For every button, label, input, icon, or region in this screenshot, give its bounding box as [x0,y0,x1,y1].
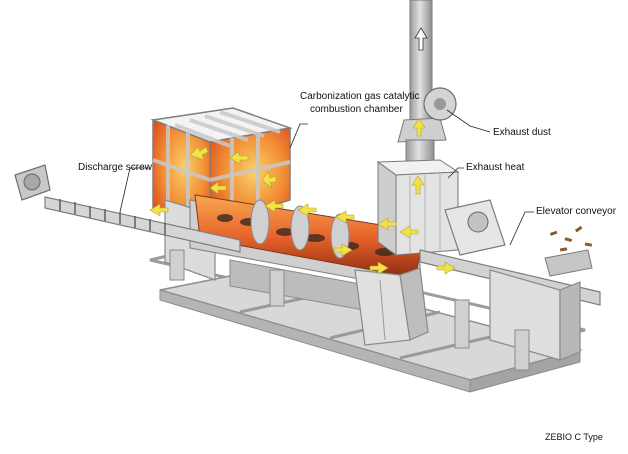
up-arrow-icon [412,118,426,137]
label-exhaust-dust: Exhaust dust [493,127,551,138]
label-carbonization-line1: Carbonization gas catalytic [300,91,420,102]
flow-arrow-icon [335,210,355,224]
leader-discharge-screw [119,167,150,213]
label-elevator-conveyor: Elevator conveyor [536,206,617,217]
discharge-screw [14,164,241,253]
flow-arrow-icon [436,261,456,275]
flow-arrow-icon [377,217,397,231]
flow-arrow-icon [229,151,249,165]
flow-arrow-icon [149,203,169,217]
flow-arrow-icon [369,261,389,275]
label-carbonization-line2: combustion chamber [310,104,403,115]
flow-arrows [149,118,456,275]
model-caption: ZEBIO C Type [545,432,603,442]
leader-lines [119,109,534,246]
front-housing [354,267,429,346]
flow-arrow-icon [264,199,284,213]
leader-elevator-conveyor [509,211,534,246]
up-arrow-icon [414,27,428,51]
flow-arrow-icon [333,243,353,257]
leader-exhaust-heat [447,167,464,179]
fan-icon [423,87,457,121]
support-legs [169,249,530,371]
up-arrow-icon [411,175,425,195]
flow-arrow-icon [189,146,209,161]
flow-arrow-icon [209,181,227,195]
leader-exhaust-dust [446,109,491,133]
flow-arrow-icon [261,171,277,189]
label-discharge-screw: Discharge screw [78,162,152,173]
flow-arrow-icon [399,225,419,239]
leader-carbonization [289,123,308,149]
elevator-conveyor [419,199,601,361]
label-exhaust-heat: Exhaust heat [466,162,525,173]
flow-arrow-icon [297,203,317,217]
